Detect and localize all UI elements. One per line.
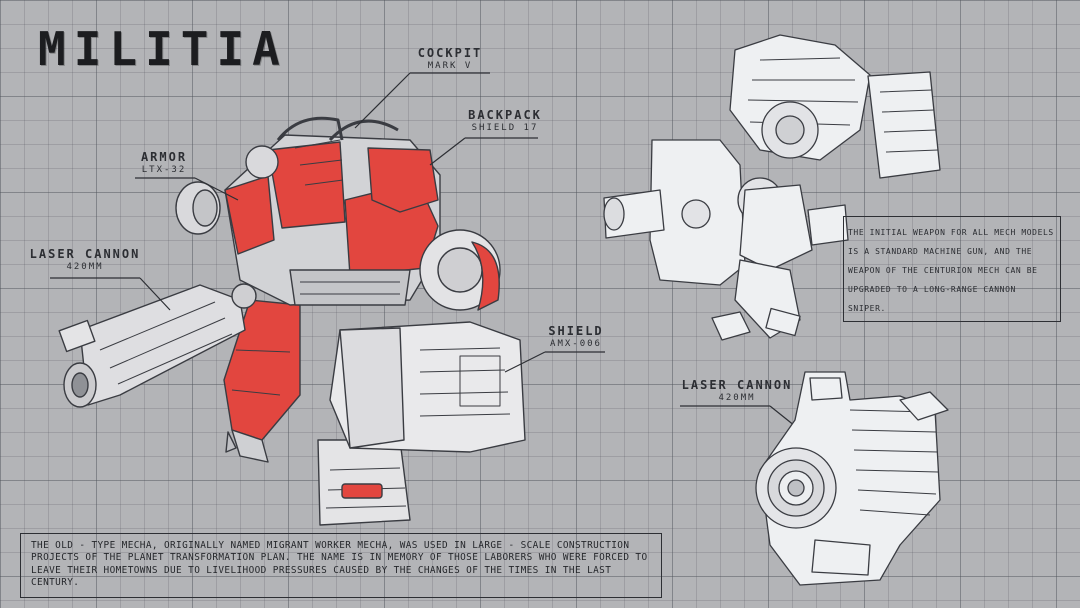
callout-laser-cannon-spec: 420MM — [66, 262, 104, 272]
callout-laser-cannon: LASER CANNON 420MM — [22, 247, 148, 272]
callout-laser-cannon-name: LASER CANNON — [29, 247, 141, 261]
callout-laser-cannon-detail-spec: 420MM — [718, 393, 756, 403]
weapon-note-box: The initial weapon for all mech models i… — [843, 216, 1061, 322]
callout-armor-spec: LTX-32 — [141, 165, 187, 175]
callout-cockpit: COCKPIT MARK V — [410, 46, 490, 71]
callout-backpack: BACKPACK SHIELD 17 — [462, 108, 548, 133]
callout-cockpit-spec: MARK V — [427, 61, 473, 71]
mech-description-box: The old - type mecha, originally named M… — [20, 533, 662, 598]
laser-cannon-detail-sketch — [755, 371, 949, 586]
callout-shield: SHIELD AMX-006 — [540, 324, 612, 349]
militia-mech-illustration — [58, 116, 526, 526]
callout-shield-spec: AMX-006 — [550, 339, 602, 349]
callout-laser-cannon-detail: LASER CANNON 420MM — [674, 378, 800, 403]
callout-shield-name: SHIELD — [548, 324, 604, 338]
page-title: MILITIA — [38, 22, 288, 76]
callout-armor: ARMOR LTX-32 — [124, 150, 204, 175]
callout-backpack-spec: SHIELD 17 — [471, 123, 539, 133]
callout-cockpit-name: COCKPIT — [417, 46, 483, 60]
callout-backpack-name: BACKPACK — [468, 108, 542, 122]
mech-side-sketch — [603, 34, 941, 341]
callout-laser-cannon-detail-name: LASER CANNON — [681, 378, 793, 392]
callout-armor-name: ARMOR — [140, 150, 188, 164]
